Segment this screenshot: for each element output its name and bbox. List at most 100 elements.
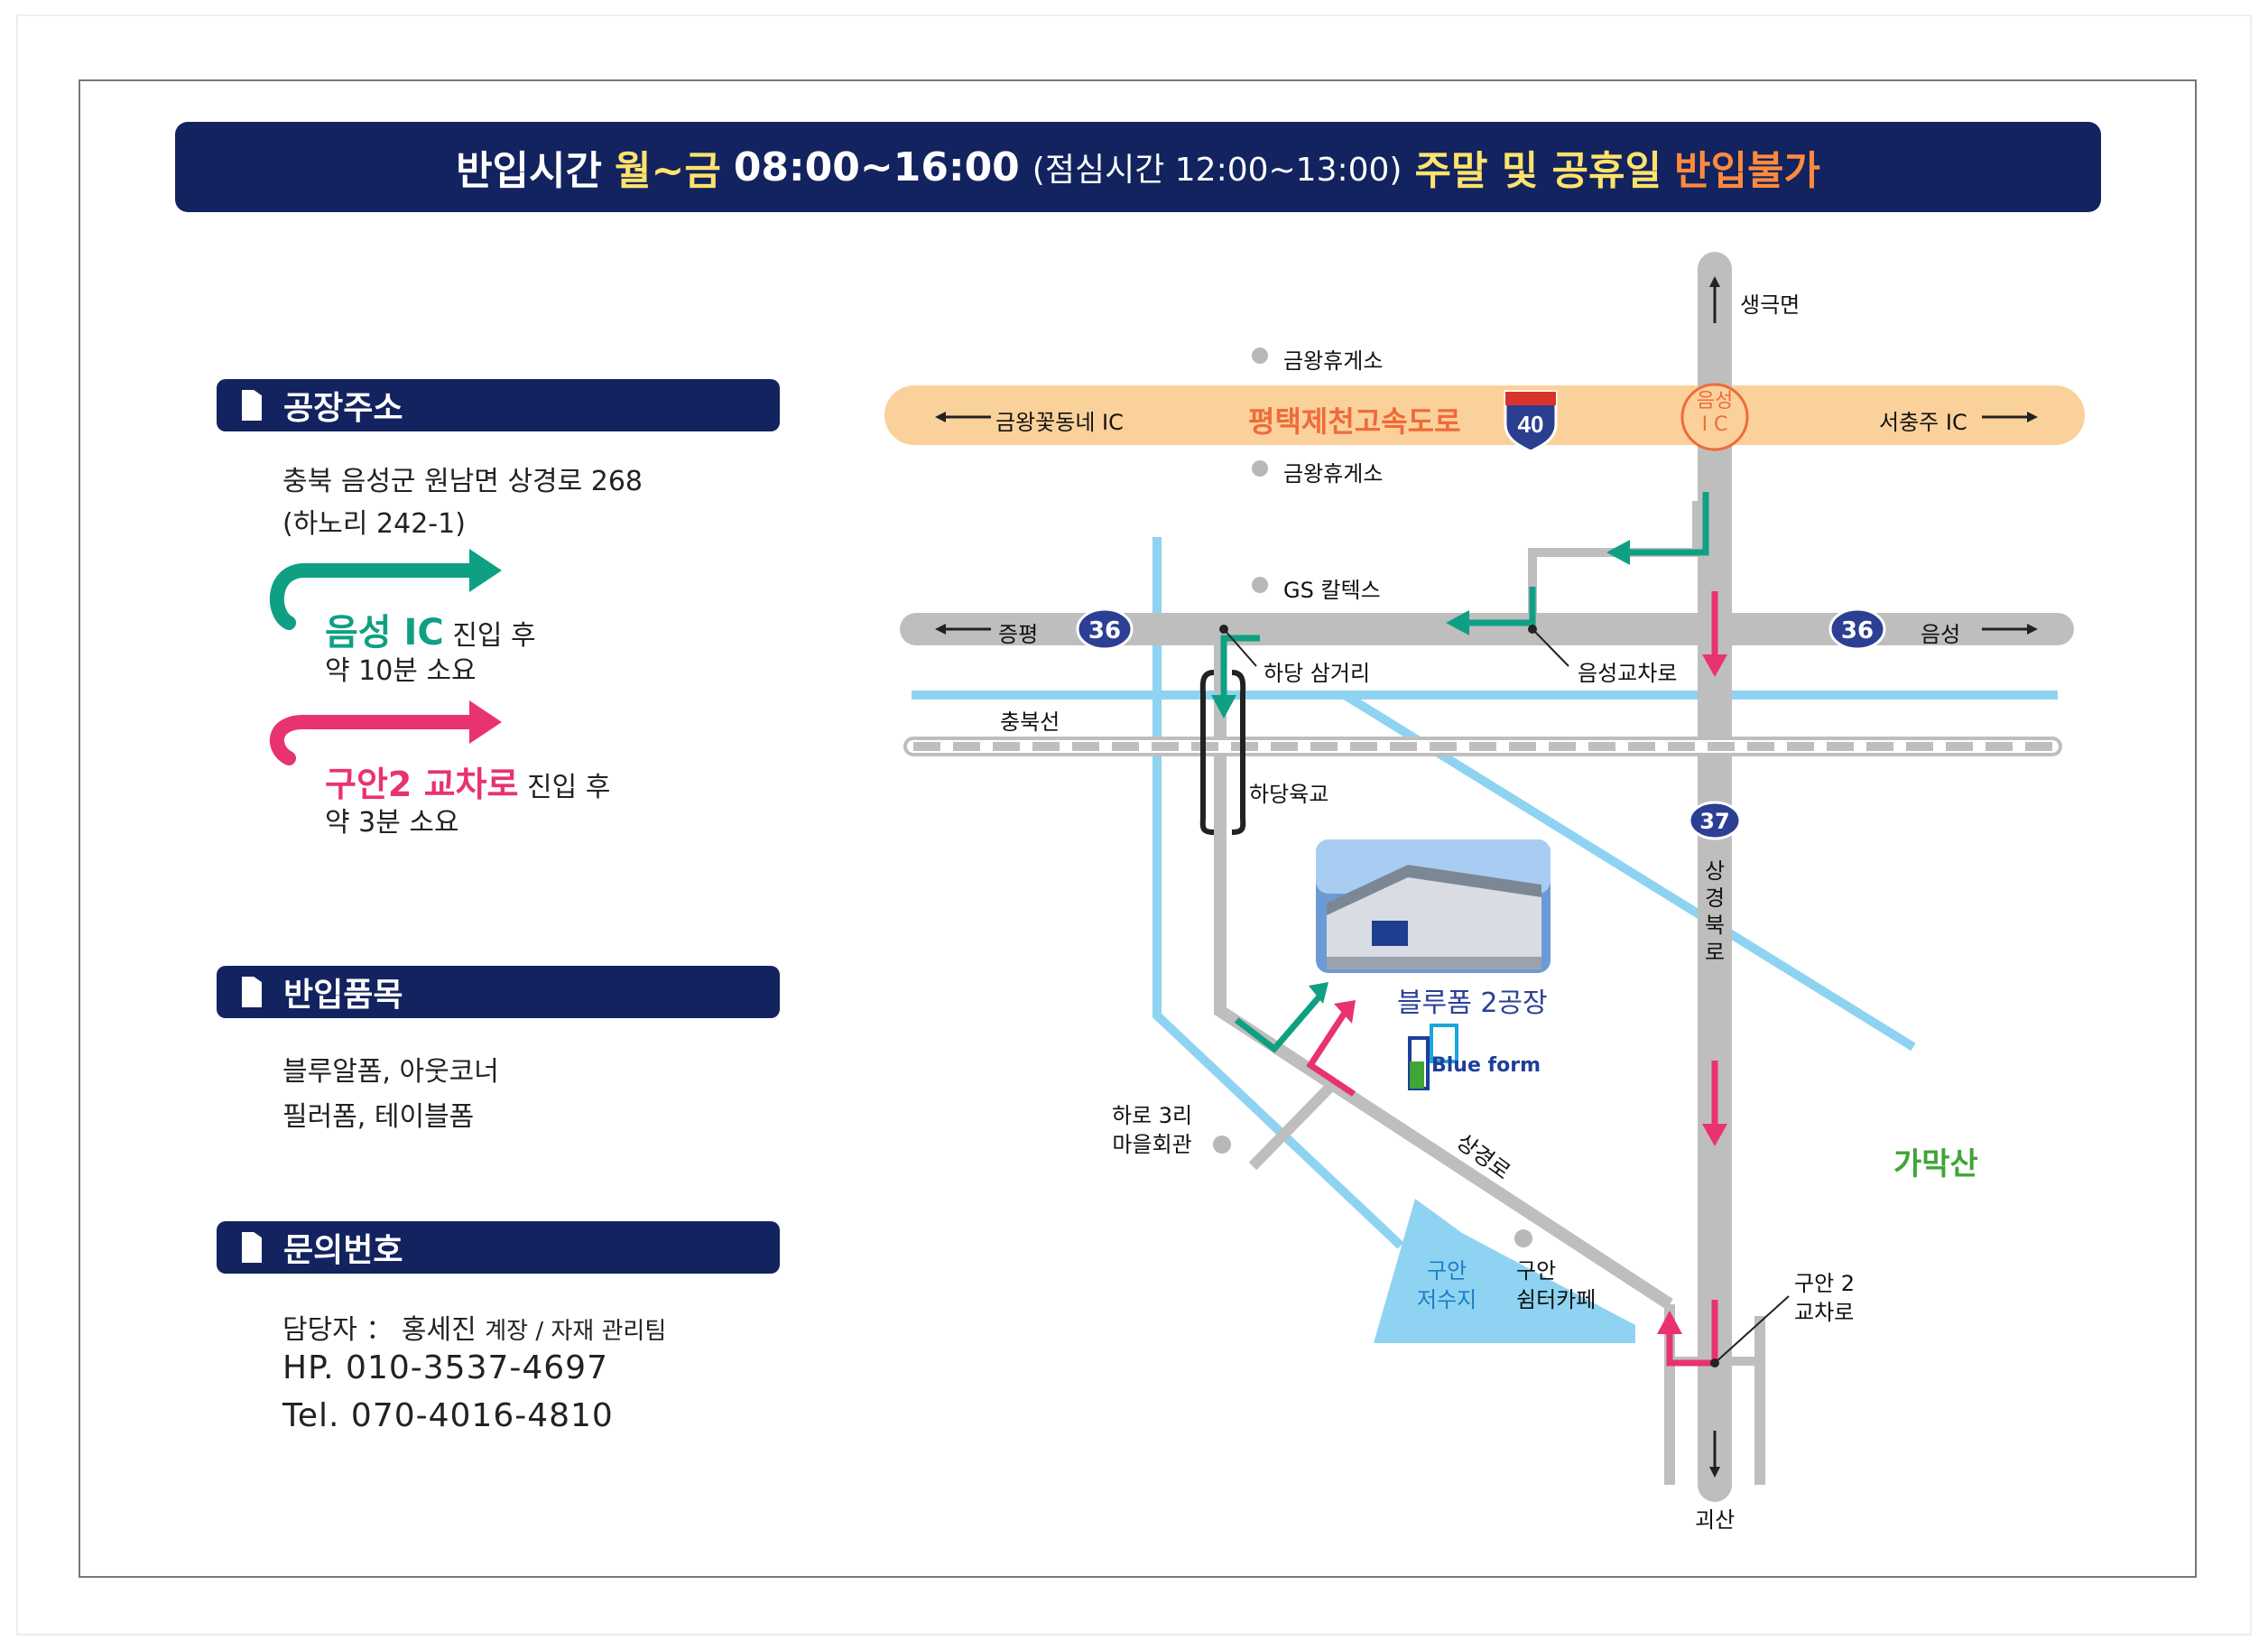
rest-area-north: 금왕휴게소 bbox=[1283, 348, 1384, 374]
reservoir-label: 구안 저수지 bbox=[1417, 1256, 1477, 1314]
green-route-4 bbox=[1234, 994, 1322, 1053]
reservoir-line2: 저수지 bbox=[1417, 1287, 1477, 1312]
road-char: 상 bbox=[1704, 858, 1726, 884]
contact-header: 문의번호 bbox=[217, 1221, 780, 1274]
items-title: 반입품목 bbox=[283, 977, 403, 1014]
factory-photo bbox=[1316, 839, 1551, 973]
mountain-label: 가막산 bbox=[1893, 1146, 1978, 1182]
address-header: 공장주소 bbox=[217, 379, 780, 431]
outer-border bbox=[16, 14, 2252, 1636]
eumseong-label: 음성 bbox=[1921, 622, 1961, 647]
leader-guan bbox=[1714, 1295, 1790, 1364]
guan-junction-label: 구안 2 교차로 bbox=[1794, 1269, 1855, 1327]
gs-station-label: GS 칼텍스 bbox=[1283, 578, 1381, 603]
route-green-text: 음성 IC 진입 후 bbox=[325, 603, 536, 655]
route-36-east-number: 36 bbox=[1841, 617, 1874, 644]
banner-weekend: 주말 및 공휴일 bbox=[1414, 148, 1662, 194]
ic-line2: I C bbox=[1701, 413, 1728, 436]
expressway-band bbox=[884, 385, 2085, 445]
pink-route-4 bbox=[1306, 1011, 1356, 1097]
reservoir-line1: 구안 bbox=[1427, 1258, 1467, 1284]
banner-hours: 08:00~16:00 bbox=[733, 144, 1020, 190]
village-hall-dot bbox=[1213, 1136, 1231, 1154]
contact-hp[interactable]: HP. 010-3537-4697 bbox=[282, 1349, 608, 1386]
guan-line2: 교차로 bbox=[1794, 1300, 1855, 1325]
route-37-number: 37 bbox=[1699, 809, 1729, 834]
route-pink-time: 약 3분 소요 bbox=[325, 807, 459, 839]
arrow-right-icon bbox=[2027, 412, 2038, 422]
pink-arrowhead-icon bbox=[1702, 654, 1727, 677]
factory-name: 블루폼 2공장 bbox=[1397, 987, 1548, 1019]
eumseong-junction-label: 음성교차로 bbox=[1578, 661, 1678, 686]
rest-area-south: 금왕휴게소 bbox=[1283, 461, 1384, 487]
expressway-name: 평택제천고속도로 bbox=[1248, 404, 1461, 439]
rest-area-south-dot bbox=[1252, 460, 1268, 477]
railway-label: 충북선 bbox=[1000, 709, 1060, 735]
pink-route-3 bbox=[1666, 1300, 1718, 1367]
guan-line1: 구안 2 bbox=[1794, 1271, 1856, 1296]
eumseong-junction-dot bbox=[1528, 625, 1537, 634]
cafe-line2: 쉼터카페 bbox=[1516, 1287, 1597, 1312]
west-ic-label: 금왕꽃동네 IC bbox=[995, 410, 1124, 435]
hadang-junction-label: 하당 삼거리 bbox=[1264, 661, 1371, 686]
manager-label: 담당자 ： bbox=[282, 1314, 393, 1346]
green-route-3 bbox=[1220, 635, 1260, 695]
green-arrowhead-icon bbox=[1211, 695, 1236, 718]
guan-reservoir bbox=[1374, 1199, 1635, 1343]
document-icon bbox=[242, 1232, 262, 1263]
overpass-label: 하당육교 bbox=[1249, 782, 1329, 807]
content-frame bbox=[79, 79, 2197, 1578]
route-pink-highlight: 구안2 교차로 bbox=[325, 765, 519, 804]
road-char: 북 bbox=[1704, 913, 1726, 938]
rest-area-north-dot bbox=[1252, 348, 1268, 364]
expressway-40-shield-icon: 40 bbox=[1504, 390, 1558, 453]
banner-no-entry: 반입불가 bbox=[1674, 148, 1820, 194]
arrow-up-icon bbox=[1709, 276, 1720, 287]
banner-label: 반입시간 bbox=[456, 148, 602, 194]
ic-circle-icon bbox=[1680, 383, 1749, 451]
address-line1: 충북 음성군 원남면 상경로 268 bbox=[282, 466, 643, 497]
ic-label: 음성 I C bbox=[1693, 390, 1736, 437]
road-vertical-label: 상 경 북 로 bbox=[1704, 857, 1726, 966]
route-green-highlight: 음성 IC bbox=[325, 612, 444, 654]
items-line1: 블루알폼, 아웃코너 bbox=[282, 1056, 499, 1088]
route-36-west-number: 36 bbox=[1088, 617, 1121, 644]
village-line2: 마을회관 bbox=[1112, 1132, 1192, 1157]
manager-role: 계장 / 자재 관리팀 bbox=[485, 1318, 667, 1345]
route-37-icon: 37 bbox=[1688, 801, 1742, 840]
document-icon bbox=[242, 977, 262, 1007]
pink-arrowhead-icon bbox=[1702, 1124, 1727, 1146]
guan-junction-dot bbox=[1710, 1358, 1719, 1367]
arrow-left-icon bbox=[935, 624, 946, 635]
road-char: 경 bbox=[1704, 885, 1726, 911]
north-destination: 생극면 bbox=[1740, 292, 1801, 318]
road-char: 로 bbox=[1704, 940, 1726, 965]
village-hall-label: 하로 3리 마을회관 bbox=[1112, 1101, 1192, 1159]
hours-banner: 반입시간 월~금 08:00~16:00 (점심시간 12:00~13:00) … bbox=[175, 122, 2101, 212]
manager-name: 홍세진 bbox=[401, 1314, 477, 1346]
jeungpyeong-label: 증평 bbox=[998, 622, 1039, 647]
village-road bbox=[1248, 1077, 1340, 1171]
gs-station-dot bbox=[1252, 577, 1268, 593]
green-arrowhead-icon bbox=[1309, 982, 1328, 1004]
green-route bbox=[1630, 492, 1709, 556]
banner-days: 월~금 bbox=[614, 148, 721, 194]
route-pink-text: 구안2 교차로 진입 후 bbox=[325, 756, 610, 806]
blueform-logo-icon bbox=[1408, 1024, 1458, 1090]
address-line2: (하노리 242-1) bbox=[282, 508, 466, 540]
cafe-line1: 구안 bbox=[1516, 1258, 1557, 1284]
banner-lunch: (점심시간 12:00~13:00) bbox=[1032, 152, 1402, 189]
contact-tel[interactable]: Tel. 070-4016-4810 bbox=[282, 1397, 614, 1434]
green-arrowhead-icon bbox=[1606, 540, 1630, 565]
east-ic-label: 서충주 IC bbox=[1879, 410, 1967, 435]
overpass-left bbox=[1199, 670, 1215, 835]
cafe-label: 구안 쉼터카페 bbox=[1516, 1256, 1596, 1314]
pink-arrowhead-icon bbox=[1657, 1311, 1682, 1334]
leader-hadang bbox=[1223, 628, 1257, 667]
south-destination: 괴산 bbox=[1695, 1507, 1736, 1533]
leader-eumseong bbox=[1532, 628, 1569, 667]
pink-arrowhead-icon bbox=[1334, 1000, 1356, 1024]
ramp-road bbox=[1528, 501, 1701, 629]
logo-text: Blue form bbox=[1431, 1054, 1541, 1077]
village-line1: 하로 3리 bbox=[1112, 1103, 1193, 1128]
